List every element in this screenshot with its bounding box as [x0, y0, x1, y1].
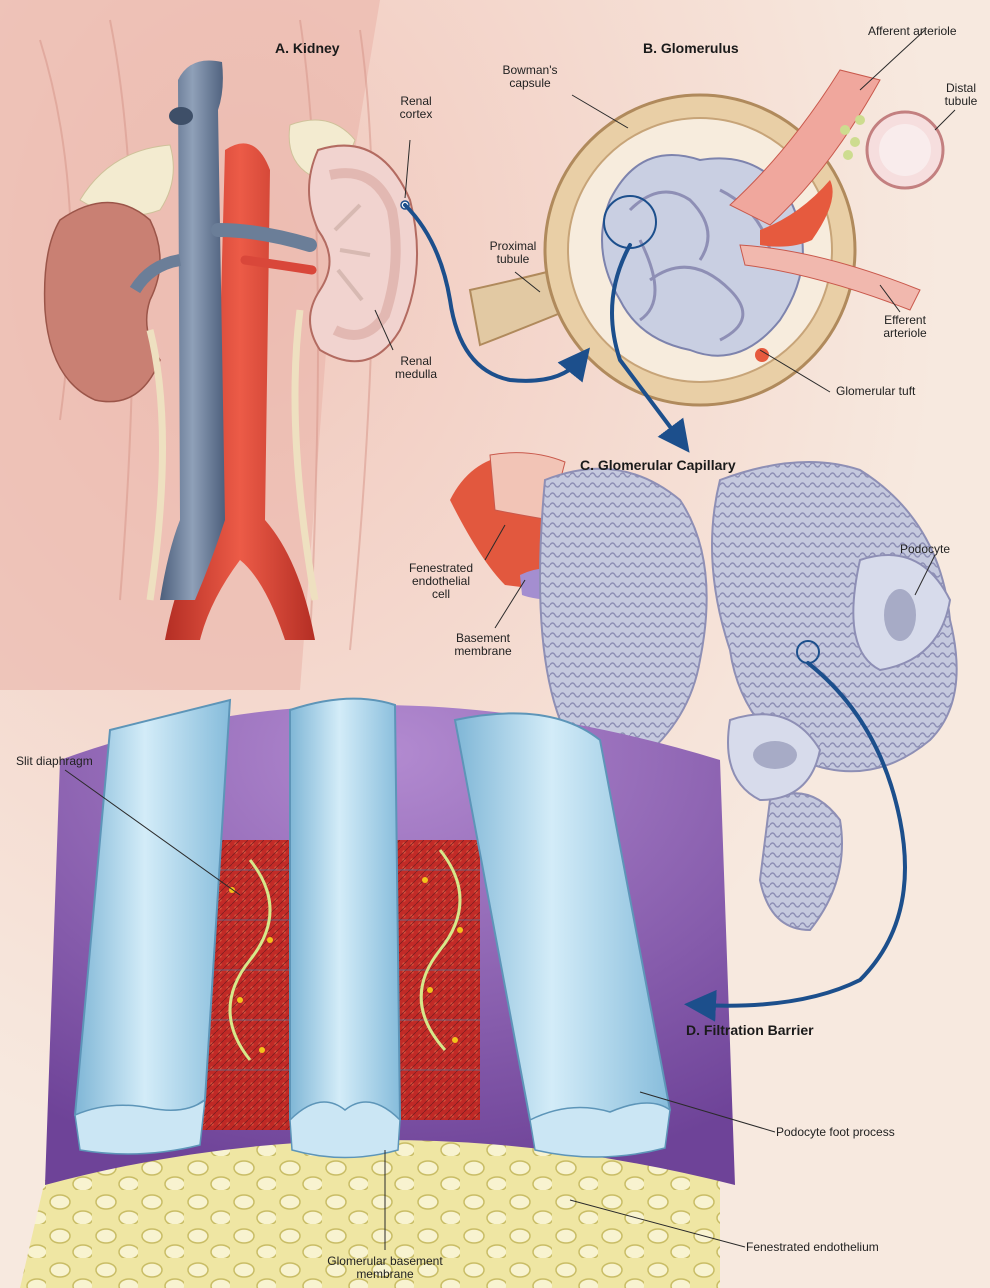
label-line: cell	[403, 588, 479, 601]
label-basement-membrane: Basement membrane	[450, 632, 516, 658]
section-title-capillary: C. Glomerular Capillary	[580, 457, 736, 473]
label-distal-tubule: Distal tubule	[938, 82, 984, 108]
section-title-kidney: A. Kidney	[275, 40, 340, 56]
label-line: tubule	[483, 253, 543, 266]
label-line: medulla	[388, 368, 444, 381]
filtration-barrier-panel	[20, 699, 735, 1288]
label-line: tubule	[938, 95, 984, 108]
label-line: capsule	[500, 77, 560, 90]
label-line: membrane	[300, 1268, 470, 1281]
section-title-barrier: D. Filtration Barrier	[686, 1022, 814, 1038]
label-line: membrane	[450, 645, 516, 658]
label-podocyte-foot-process: Podocyte foot process	[776, 1126, 895, 1139]
label-line: cortex	[393, 108, 439, 121]
label-slit-diaphragm: Slit diaphragm	[16, 755, 93, 768]
label-renal-medulla: Renal medulla	[388, 355, 444, 381]
label-proximal-tubule: Proximal tubule	[483, 240, 543, 266]
label-podocyte: Podocyte	[900, 543, 950, 556]
label-afferent-arteriole: Afferent arteriole	[868, 25, 957, 38]
label-glomerular-tuft: Glomerular tuft	[836, 385, 915, 398]
section-title-glomerulus: B. Glomerulus	[643, 40, 739, 56]
label-efferent-arteriole: Efferent arteriole	[877, 314, 933, 340]
label-bowmans-capsule: Bowman's capsule	[500, 64, 560, 90]
label-fenestrated-endothelium: Fenestrated endothelium	[746, 1241, 879, 1254]
label-glomerular-basement-membrane: Glomerular basement membrane	[300, 1255, 470, 1281]
label-renal-cortex: Renal cortex	[393, 95, 439, 121]
label-fenestrated-endothelial-cell: Fenestrated endothelial cell	[403, 562, 479, 601]
label-line: arteriole	[877, 327, 933, 340]
